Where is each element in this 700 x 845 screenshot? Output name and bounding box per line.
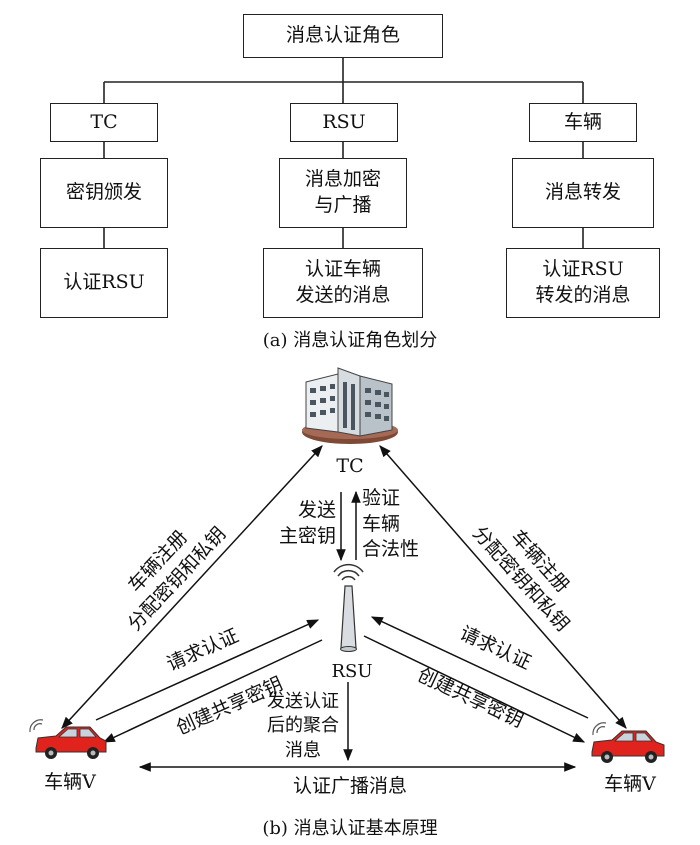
- task-box-tc: 认证RSU: [40, 248, 168, 318]
- caption-b: (b) 消息认证基本原理: [262, 818, 438, 839]
- task-label-tc: 认证RSU: [63, 271, 145, 294]
- role-box-tc: TC: [50, 103, 158, 142]
- root-role-box: 消息认证角色: [243, 14, 443, 58]
- function-label-rsu: 消息加密 与广播: [304, 168, 381, 216]
- task-box-rsu: 认证车辆 发送的消息: [263, 248, 423, 318]
- vehicle-right-label: 车辆V: [604, 773, 656, 795]
- function-box-rsu: 消息加密 与广播: [279, 158, 407, 228]
- role-box-vehicle: 车辆: [529, 103, 637, 142]
- function-label-vehicle: 消息转发: [544, 181, 621, 204]
- role-box-rsu: RSU: [290, 103, 398, 142]
- function-label-tc: 密钥颁发: [65, 181, 142, 204]
- role-label-vehicle: 车辆: [563, 110, 602, 133]
- broadcast-label: 认证广播消息: [292, 775, 407, 797]
- vehicle-left-label: 车辆V: [44, 771, 96, 793]
- rsu-label: RSU: [331, 661, 373, 682]
- tc-to-rsu-label: 发送 主密钥: [278, 499, 336, 547]
- role-label-tc: TC: [90, 110, 118, 133]
- task-label-vehicle: 认证RSU 转发的消息: [535, 258, 631, 306]
- tc-label: TC: [336, 455, 364, 477]
- function-box-tc: 密钥颁发: [40, 158, 168, 228]
- task-label-rsu: 认证车辆 发送的消息: [295, 258, 391, 306]
- function-box-vehicle: 消息转发: [512, 158, 654, 228]
- rsu-to-tc-label: 验证 车辆 合法性: [362, 487, 420, 561]
- root-role-label: 消息认证角色: [285, 24, 400, 47]
- task-box-vehicle: 认证RSU 转发的消息: [506, 248, 660, 318]
- aggregate-label: 发送认证 后的聚合 消息: [267, 691, 339, 761]
- caption-a: (a) 消息认证角色划分: [262, 330, 438, 351]
- role-label-rsu: RSU: [322, 110, 366, 133]
